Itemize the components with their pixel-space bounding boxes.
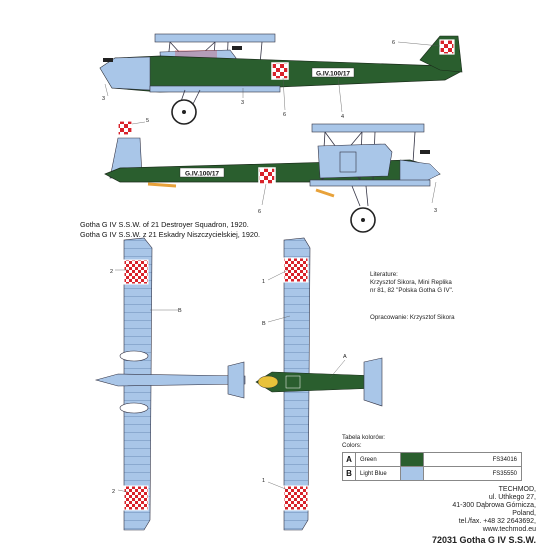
publisher-web: www.techmod.eu <box>482 526 536 533</box>
callout-label: 5 <box>146 118 149 124</box>
color-row: B Light Blue FS35550 <box>342 466 522 481</box>
color-table-heading-1: Tabela kolorów: <box>342 434 385 441</box>
tail-checker-1 <box>439 39 455 55</box>
serial-marking-1: G.IV.100/17 <box>316 70 350 77</box>
lower-wing <box>149 85 281 93</box>
color-table-heading-2: Colors: <box>342 442 362 449</box>
fuselage-checker-2 <box>258 167 276 185</box>
literature-line-2: nr 81, 82 "Polska Gotha G IV". <box>370 287 454 294</box>
callout-label: 4 <box>341 114 344 120</box>
literature-line-1: Krzysztof Sikora, Mini Replika <box>370 279 452 286</box>
callout-label: 3 <box>434 208 437 214</box>
publisher-phone: tel./fax. +48 32 2643692, <box>458 518 536 525</box>
callout-label: 6 <box>283 112 286 118</box>
color-name: Light Blue <box>355 466 401 481</box>
plan-view-upper: 2 B 2 <box>94 237 246 531</box>
callout-label: B <box>178 308 182 314</box>
side-view-right: G.IV.100/17 5 6 3 <box>104 118 441 233</box>
callout-label: 6 <box>258 209 261 215</box>
callout-label: 3 <box>241 100 244 106</box>
callout-label: 3 <box>102 96 105 102</box>
callout-label: 2 <box>112 489 115 495</box>
caption-line-1: Gotha G IV S.S.W. of 21 Destroyer Squadr… <box>80 220 249 229</box>
callout-label: 2 <box>110 269 113 275</box>
publisher-country: Poland, <box>512 510 536 517</box>
upper-wing <box>154 33 276 43</box>
tail-checker-2 <box>117 120 133 136</box>
caption-line-2: Gotha G IV S.S.W. z 21 Eskadry Niszczyci… <box>80 230 261 239</box>
artwork-credit: Opracowanie: Krzysztof Sikora <box>370 314 455 321</box>
color-swatch-green <box>400 452 424 467</box>
publisher-street: ul. Uthkego 27, <box>488 494 536 501</box>
color-fs: FS34016 <box>423 452 522 467</box>
color-name: Green <box>355 452 401 467</box>
upper-wing-2 <box>311 123 425 133</box>
callout-label: 1 <box>262 478 265 484</box>
color-code: B <box>342 466 356 481</box>
publisher-name: TECHMOD, <box>498 486 536 493</box>
callout-label: 6 <box>392 40 395 46</box>
callout-label: 1 <box>262 279 265 285</box>
fuselage-checker-1 <box>271 62 289 80</box>
callout-label: A <box>343 354 347 360</box>
color-table: A Green FS34016 B Light Blue FS35550 <box>342 452 522 481</box>
literature-heading: Literature: <box>370 271 398 278</box>
serial-marking-2: G.IV.100/17 <box>185 170 219 177</box>
product-title: 72031 Gotha G IV S.S.W. <box>431 535 536 545</box>
color-code: A <box>342 452 356 467</box>
plan-view-lower: 1 B A 1 <box>255 237 383 531</box>
color-fs: FS35550 <box>423 466 522 481</box>
callout-label: B <box>262 321 266 327</box>
color-row: A Green FS34016 <box>342 452 522 467</box>
publisher-city: 41-300 Dąbrowa Górnicza, <box>452 502 536 509</box>
color-swatch-blue <box>400 466 424 481</box>
side-view-left: G.IV.100/17 3 6 4 6 3 <box>99 33 463 125</box>
